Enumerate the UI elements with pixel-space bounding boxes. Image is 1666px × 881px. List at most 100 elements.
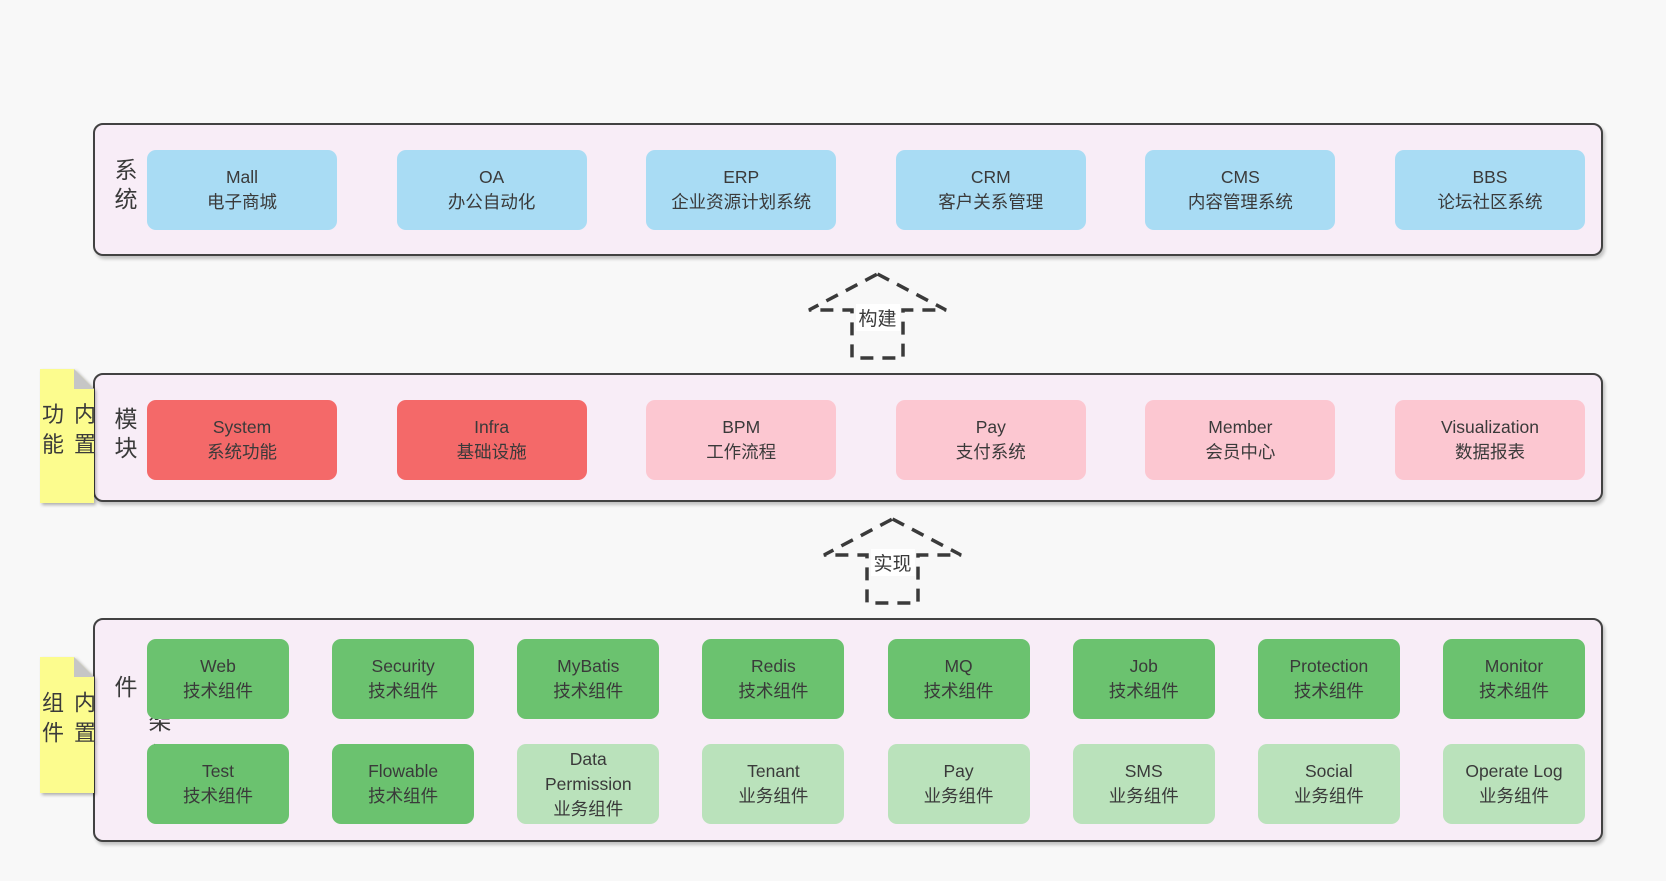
box-title: Visualization xyxy=(1441,417,1539,437)
box-subtitle: 客户关系管理 xyxy=(938,192,1044,212)
component-box-data-permission: Data Permission 业务组件 xyxy=(517,744,660,824)
box-subtitle: 技术组件 xyxy=(1108,681,1179,701)
box-subtitle: 技术组件 xyxy=(368,681,439,701)
component-box-system: System 系统功能 xyxy=(147,400,337,480)
box-subtitle: 业务组件 xyxy=(1108,786,1179,806)
component-box-test: Test 技术组件 xyxy=(147,744,289,824)
component-box-web: Web 技术组件 xyxy=(147,639,289,719)
box-subtitle: 业务组件 xyxy=(1293,786,1364,806)
box-title: System xyxy=(212,417,272,437)
component-box-operate-log: Operate Log 业务组件 xyxy=(1442,744,1585,824)
box-subtitle: 论坛社区系统 xyxy=(1437,192,1543,212)
business-components-row: Test 技术组件 Flowable 技术组件 Data Permission 业务组件 T… xyxy=(147,744,1585,824)
box-title: Data Permission xyxy=(545,748,632,794)
component-box-sms: SMS 业务组件 xyxy=(1072,744,1215,824)
box-title: Mall xyxy=(225,167,259,187)
box-title: BBS xyxy=(1472,167,1508,187)
box-subtitle: 内容管理系统 xyxy=(1187,192,1293,212)
box-subtitle: 会员中心 xyxy=(1205,442,1276,462)
component-box-bbs: BBS 论坛社区系统 xyxy=(1394,150,1585,230)
box-title: Pay xyxy=(975,417,1006,437)
box-subtitle: 技术组件 xyxy=(183,681,253,701)
implement-arrow: 实现 xyxy=(820,515,965,607)
box-subtitle: 数据报表 xyxy=(1454,442,1525,462)
component-box-crm: CRM 客户关系管理 xyxy=(895,150,1086,230)
box-title: ERP xyxy=(723,167,760,187)
box-subtitle: 业务组件 xyxy=(923,786,994,806)
box-subtitle: 技术组件 xyxy=(368,786,439,806)
tab-label: 内置功能 xyxy=(39,402,96,463)
box-subtitle: 基础设施 xyxy=(456,442,527,462)
common-modules-row: System 系统功能 Infra 基础设施 BPM 工作流程 Pay 支付系统 Member 会… xyxy=(147,400,1585,480)
component-box-monitor: Monitor 技术组件 xyxy=(1442,639,1585,719)
box-title: Redis xyxy=(751,656,796,676)
build-arrow-label: 构建 xyxy=(855,304,900,331)
component-box-job: Job 技术组件 xyxy=(1072,639,1215,719)
component-box-bpm: BPM 工作流程 xyxy=(646,400,837,480)
tab-builtin-components: 内置组件 xyxy=(39,657,96,793)
box-title: CMS xyxy=(1220,167,1260,187)
box-subtitle: 技术组件 xyxy=(1478,681,1549,701)
box-subtitle: 企业资源计划系统 xyxy=(671,192,812,212)
component-box-redis: Redis 技术组件 xyxy=(702,639,845,719)
component-box-infra: Infra 基础设施 xyxy=(396,400,587,480)
box-title: MyBatis xyxy=(557,656,620,676)
tab-label: 内置组件 xyxy=(39,691,96,751)
box-subtitle: 业务组件 xyxy=(553,798,624,819)
box-title: Infra xyxy=(474,417,510,437)
sticky-note-body xyxy=(40,657,94,793)
component-box-pay: Pay 业务组件 xyxy=(887,744,1030,824)
box-subtitle: 支付系统 xyxy=(955,442,1026,462)
box-subtitle: 技术组件 xyxy=(1293,681,1364,701)
box-subtitle: 技术组件 xyxy=(183,786,253,806)
box-title: OA xyxy=(478,167,505,187)
box-title: CRM xyxy=(970,167,1011,187)
box-title: Protection xyxy=(1289,656,1369,676)
box-title: Web xyxy=(200,656,236,676)
box-subtitle: 系统功能 xyxy=(207,442,277,462)
component-box-mybatis: MyBatis 技术组件 xyxy=(517,639,660,719)
layer-common-modules: 内置功能 通用模块 System系统功能Infra基础设施BPM工作流程Pay支… xyxy=(39,369,1603,502)
box-title: BPM xyxy=(722,417,761,437)
box-title: Job xyxy=(1129,656,1158,676)
box-title: Member xyxy=(1208,417,1273,437)
component-box-pay: Pay 支付系统 xyxy=(895,400,1086,480)
component-box-social: Social 业务组件 xyxy=(1257,744,1400,824)
box-title: Monitor xyxy=(1484,656,1544,676)
component-box-protection: Protection 技术组件 xyxy=(1257,639,1400,719)
folded-corner-icon xyxy=(74,657,94,677)
box-subtitle: 电子商城 xyxy=(207,192,277,212)
box-title: Flowable xyxy=(368,761,439,781)
component-box-member: Member 会员中心 xyxy=(1145,400,1336,480)
component-box-mall: Mall 电子商城 xyxy=(147,150,337,230)
component-box-security: Security 技术组件 xyxy=(332,639,475,719)
box-title: MQ xyxy=(944,656,973,676)
box-title: Social xyxy=(1305,761,1353,781)
box-subtitle: 业务组件 xyxy=(1478,786,1549,806)
box-title: Test xyxy=(201,761,235,781)
box-subtitle: 工作流程 xyxy=(706,442,777,462)
box-subtitle: 技术组件 xyxy=(553,681,624,701)
component-box-erp: ERP 企业资源计划系统 xyxy=(646,150,837,230)
box-subtitle: 技术组件 xyxy=(738,681,809,701)
box-title: Pay xyxy=(943,761,974,781)
box-title: Tenant xyxy=(747,761,800,781)
component-box-mq: MQ 技术组件 xyxy=(887,639,1030,719)
layer-business-systems: 业务系统 Mall电子商城OA办公自动化ERP企业资源计划系统CRM客户关系管理… xyxy=(93,123,1603,256)
build-arrow: 构建 xyxy=(805,270,950,362)
box-title: Security xyxy=(371,656,435,676)
sticky-note-body xyxy=(40,369,94,503)
tab-builtin-features: 内置功能 xyxy=(39,369,96,503)
box-title: SMS xyxy=(1124,761,1163,781)
folded-corner-icon xyxy=(74,369,94,389)
component-box-cms: CMS 内容管理系统 xyxy=(1145,150,1336,230)
box-subtitle: 技术组件 xyxy=(923,681,994,701)
component-box-flowable: Flowable 技术组件 xyxy=(332,744,475,824)
box-title: Operate Log xyxy=(1465,761,1563,781)
